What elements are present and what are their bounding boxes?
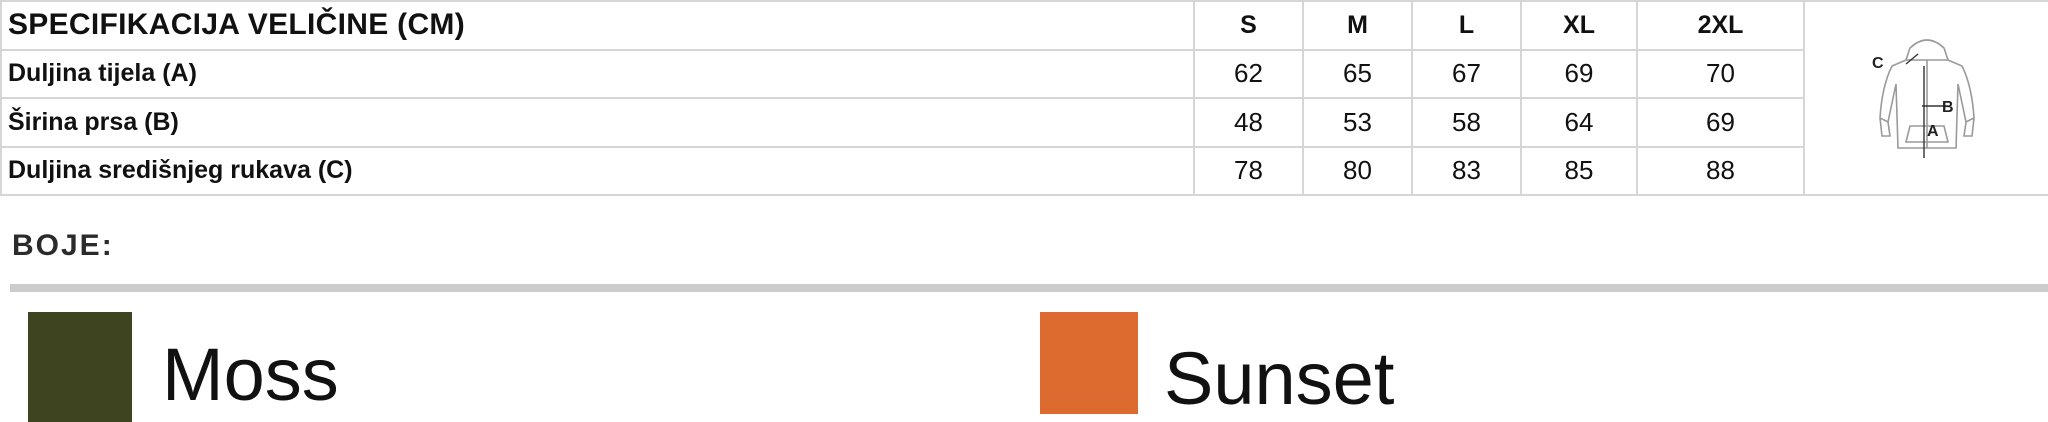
color-swatch[interactable] [28, 312, 132, 422]
cell-value: 69 [1636, 97, 1805, 148]
row-label: Širina prsa (B) [0, 97, 1195, 148]
size-header-m: M [1302, 0, 1413, 51]
cell-value: 64 [1520, 97, 1638, 148]
cell-value: 48 [1193, 97, 1304, 148]
size-row-body-length: Duljina tijela (A) 62 65 67 69 70 [0, 48, 2048, 99]
cell-value: 70 [1636, 48, 1805, 99]
cell-value: 58 [1411, 97, 1522, 148]
cell-value: 65 [1302, 48, 1413, 99]
diagram-label-a: A [1927, 123, 1939, 140]
row-label: Duljina središnjeg rukava (C) [0, 145, 1195, 196]
colors-title: BOJE: [12, 229, 114, 262]
diagram-label-b: B [1942, 99, 1954, 116]
color-swatch[interactable] [1040, 312, 1138, 414]
cell-value: 88 [1636, 145, 1805, 196]
diagram-label-c: C [1872, 55, 1884, 72]
size-header-xl: XL [1520, 0, 1638, 51]
cell-value: 80 [1302, 145, 1413, 196]
color-name: Sunset [1164, 337, 1395, 420]
cell-value: 78 [1193, 145, 1304, 196]
cell-value: 53 [1302, 97, 1413, 148]
cell-value: 85 [1520, 145, 1638, 196]
size-header-s: S [1193, 0, 1304, 51]
hoodie-measurement-icon: C B A [1872, 38, 1975, 158]
size-header-row: SPECIFIKACIJA VELIČINE (CM) S M L XL 2XL [0, 0, 2048, 196]
cell-value: 83 [1411, 145, 1522, 196]
section-divider [10, 284, 2048, 292]
cell-value: 67 [1411, 48, 1522, 99]
cell-value: 69 [1520, 48, 1638, 99]
size-chart-table: SPECIFIKACIJA VELIČINE (CM) S M L XL 2XL [0, 0, 2048, 196]
color-name: Moss [162, 333, 339, 416]
size-chart-title: SPECIFIKACIJA VELIČINE (CM) [0, 0, 1195, 51]
size-row-chest-width: Širina prsa (B) 48 53 58 64 69 [0, 97, 2048, 148]
size-header-2xl: 2XL [1636, 0, 1805, 51]
row-label: Duljina tijela (A) [0, 48, 1195, 99]
size-row-sleeve-length: Duljina središnjeg rukava (C) 78 80 83 8… [0, 145, 2048, 196]
cell-value: 62 [1193, 48, 1304, 99]
measurement-diagram: C B A [1803, 0, 2048, 196]
size-header-l: L [1411, 0, 1522, 51]
